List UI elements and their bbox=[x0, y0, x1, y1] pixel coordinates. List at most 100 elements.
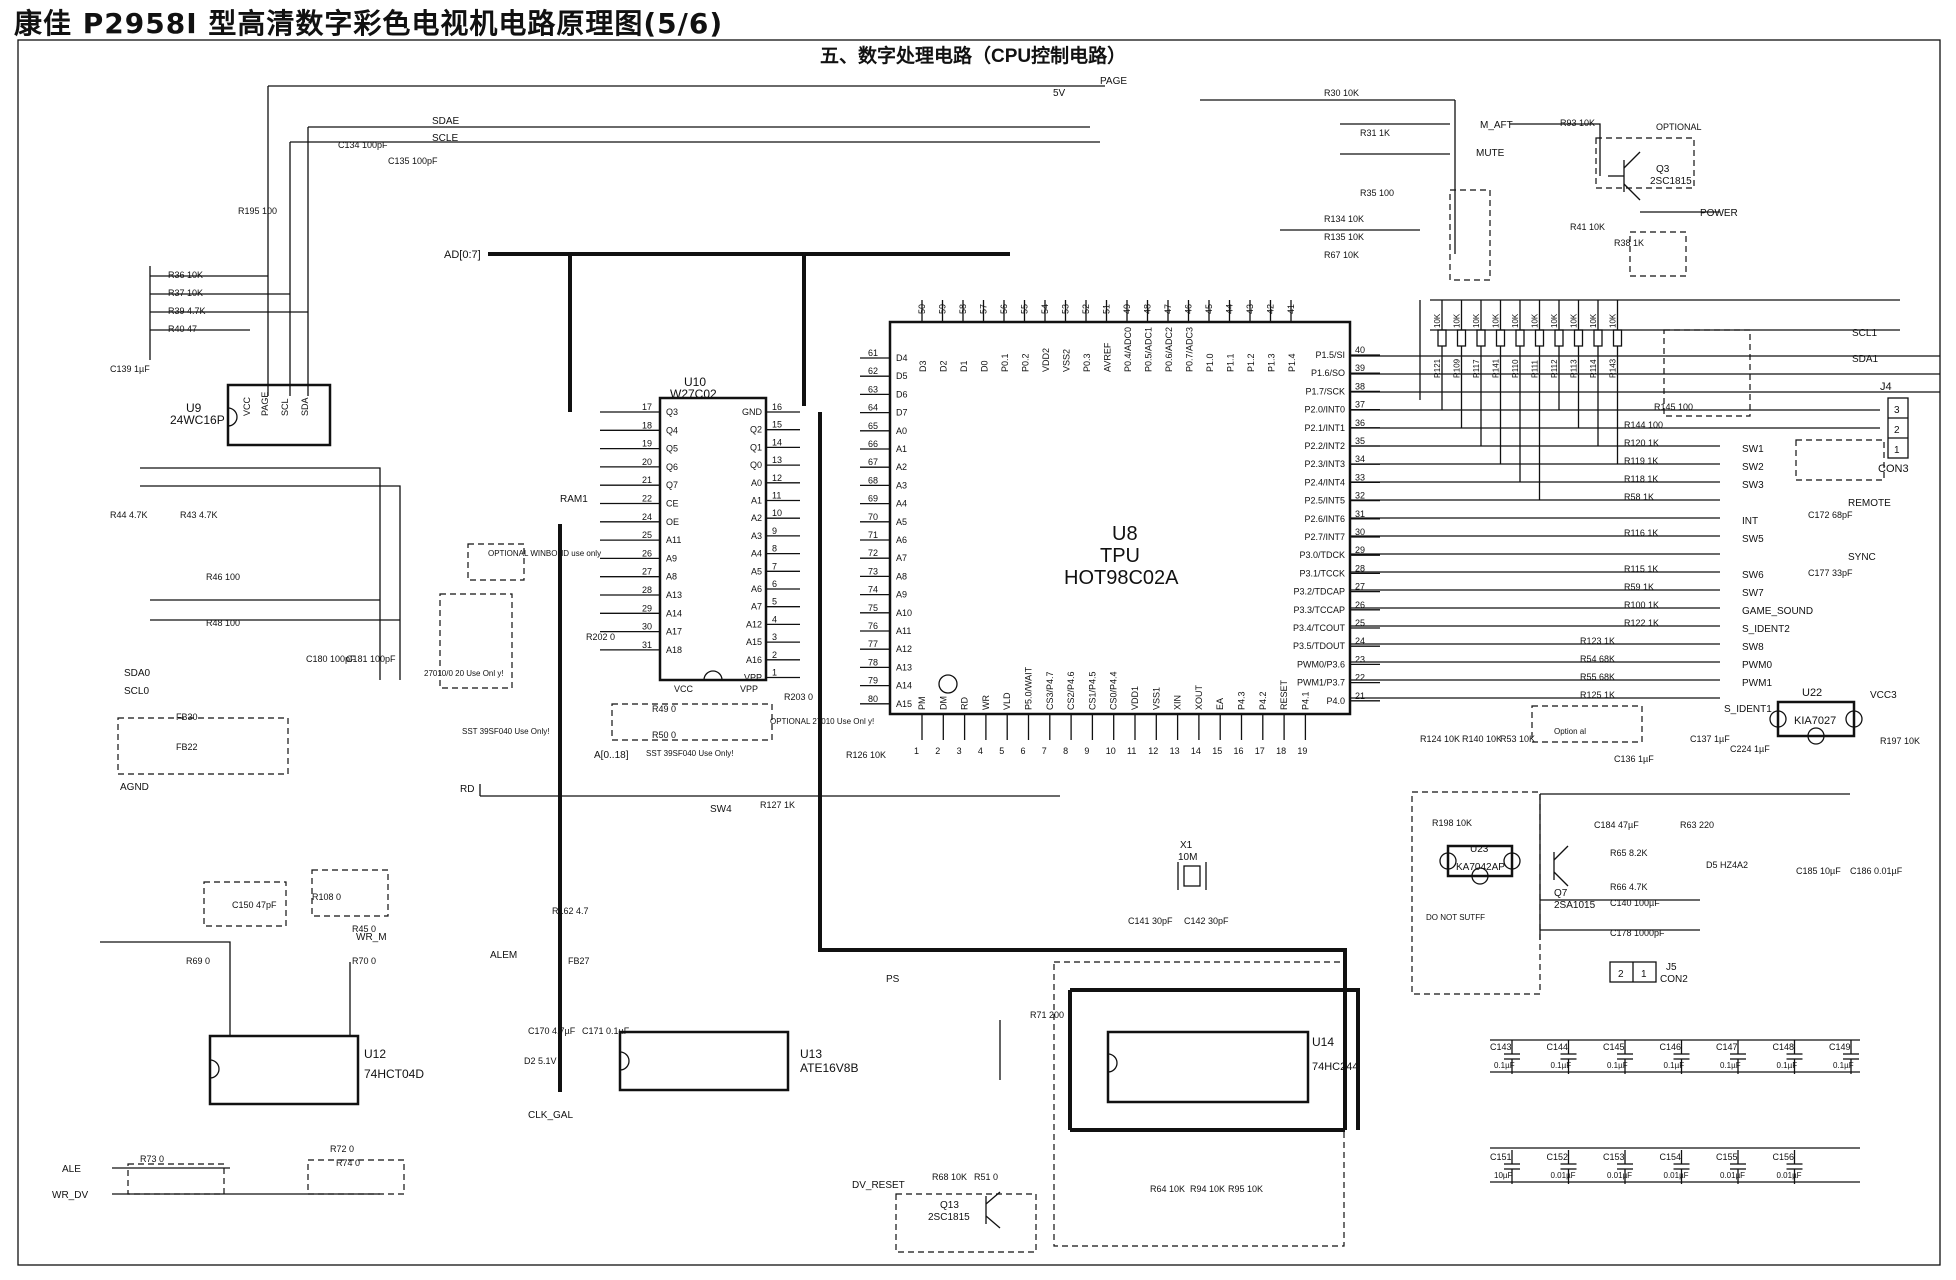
c137-label: C137 1µF bbox=[1690, 734, 1730, 744]
c135-label: C135 100pF bbox=[388, 156, 438, 166]
r144-label: R144 100 bbox=[1624, 420, 1663, 430]
r71-label: R71 200 bbox=[1030, 1010, 1064, 1020]
diagram-subtitle: 五、数字处理电路（CPU控制电路） bbox=[820, 44, 1126, 67]
u8-pin-number: 53 bbox=[1061, 304, 1071, 314]
u10-pin-name: A3 bbox=[751, 531, 762, 541]
u8-pin-name: RESET bbox=[1279, 679, 1289, 710]
u8-pin-name: PM bbox=[917, 697, 927, 711]
r135-label: R135 10K bbox=[1324, 232, 1364, 242]
resistor-ref: R112 bbox=[1550, 359, 1559, 378]
resistor-ref: R110 bbox=[1511, 359, 1520, 378]
net-wr-m: WR_M bbox=[356, 932, 387, 943]
resistor-body bbox=[1456, 329, 1467, 347]
crystal-x1: X1 10M bbox=[1177, 840, 1207, 890]
u8-pin-name: P1.4 bbox=[1287, 353, 1297, 372]
r73-label: R73 0 bbox=[140, 1154, 164, 1164]
resistor-ref: R141 bbox=[1492, 358, 1501, 378]
r125-label: R125 1K bbox=[1580, 690, 1615, 700]
u8-pin-number: 39 bbox=[1355, 363, 1365, 373]
u8-pin-number: 28 bbox=[1355, 563, 1365, 573]
net-sw4: SW4 bbox=[710, 804, 732, 815]
j5-pin: 2 bbox=[1618, 969, 1624, 980]
u8-pin-number: 59 bbox=[938, 304, 948, 314]
u8-pin-name: P0.7/ADC3 bbox=[1185, 327, 1195, 372]
net-int: INT bbox=[1742, 516, 1758, 527]
u10-pin-name: A2 bbox=[751, 513, 762, 523]
r66-label: R66 4.7K bbox=[1610, 882, 1648, 892]
cap-ref: C155 bbox=[1716, 1152, 1738, 1162]
r37-label: R37 10K bbox=[168, 288, 203, 298]
r38-label: R38 1K bbox=[1614, 238, 1644, 248]
cap-value: 0.01µF bbox=[1551, 1171, 1576, 1180]
u8-pin-number: 33 bbox=[1355, 472, 1365, 482]
c178-label: C178 1000pF bbox=[1610, 928, 1665, 938]
u8-pin-name: P4.1 bbox=[1300, 691, 1310, 710]
u10-pin-number: 12 bbox=[772, 473, 782, 483]
decoupling-caps-row2: C15110µFC1520.01µFC1530.01µFC1540.01µFC1… bbox=[1490, 1150, 1803, 1184]
u8-pin-name: A14 bbox=[896, 681, 912, 691]
u13-gal: U13 ATE16V8B bbox=[618, 1030, 858, 1092]
page-frame bbox=[17, 39, 1941, 1266]
resistor-body bbox=[1593, 329, 1603, 347]
r198-label: R198 10K bbox=[1432, 818, 1472, 828]
u8-pin-number: 65 bbox=[868, 421, 878, 431]
u10-pin-name: A13 bbox=[666, 590, 682, 600]
u10-pin-number: 2 bbox=[772, 650, 777, 660]
u8-pin-number: 74 bbox=[868, 585, 878, 595]
d2-label: D2 5.1V bbox=[524, 1056, 557, 1066]
u8-pin-name: P2.7/INT7 bbox=[1304, 532, 1345, 542]
net-remote: REMOTE bbox=[1848, 498, 1891, 509]
resistor-ref: R113 bbox=[1570, 359, 1579, 378]
u8-pin-number: 48 bbox=[1143, 304, 1153, 314]
net-ad07: AD[0:7] bbox=[444, 249, 481, 261]
u8-pin-number: 69 bbox=[868, 494, 878, 504]
u8-pin-name: P5.0/WAIT bbox=[1024, 666, 1034, 710]
u10-pin-name: Q7 bbox=[666, 480, 678, 490]
u8-pin-number: 47 bbox=[1163, 304, 1173, 314]
u10-pin-number: 24 bbox=[642, 512, 652, 522]
r197-label: R197 10K bbox=[1880, 736, 1920, 746]
u8-pin-name: A0 bbox=[896, 426, 907, 436]
u8-pin-number: 56 bbox=[999, 304, 1009, 314]
net-s-ident1: S_IDENT1 bbox=[1724, 704, 1772, 715]
net-agnd: AGND bbox=[120, 782, 149, 793]
u14-part: 74HC244 bbox=[1312, 1061, 1358, 1073]
r162-label: R162 4.7 bbox=[552, 906, 589, 916]
u8-pin-number: 54 bbox=[1040, 304, 1050, 314]
r74-label: R74 0 bbox=[336, 1158, 360, 1168]
u10-pin-name: Q2 bbox=[750, 425, 762, 435]
u8-pin-number: 14 bbox=[1191, 746, 1201, 756]
resistor-value: 10K bbox=[1589, 313, 1598, 328]
u8-pin-number: 29 bbox=[1355, 545, 1365, 555]
u8-pin-number: 50 bbox=[917, 304, 927, 314]
u8-pin-name: P3.2/TDCAP bbox=[1293, 587, 1345, 597]
u23-part: KA7042AP bbox=[1456, 862, 1505, 873]
u10-pin-number: 1 bbox=[772, 668, 777, 678]
note-opt27010: OPTIONAL 27010 Use Onl y! bbox=[770, 717, 874, 726]
u10-pin-name: A15 bbox=[746, 637, 762, 647]
u8-pin-number: 25 bbox=[1355, 618, 1365, 628]
net-labels: PAGE SDAE SCLE AD[0:7] M_AFT MUTE POWER … bbox=[52, 76, 1897, 1201]
q7-part: 2SA1015 bbox=[1554, 900, 1596, 911]
cap-ref: C152 bbox=[1547, 1152, 1569, 1162]
cap-value: 0.1µF bbox=[1607, 1061, 1628, 1070]
resistor-body bbox=[1534, 329, 1545, 347]
u8-pin-number: 64 bbox=[868, 403, 878, 413]
u8-pin-number: 38 bbox=[1355, 381, 1365, 391]
r46-label: R46 100 bbox=[206, 572, 240, 582]
cap-ref: C149 bbox=[1829, 1042, 1851, 1052]
q13-part: 2SC1815 bbox=[928, 1212, 970, 1223]
r48-label: R48 100 bbox=[206, 618, 240, 628]
u10-ref: U10 bbox=[684, 375, 706, 389]
notes: OPTIONAL OPTIONAL WINBOND use only SST 3… bbox=[424, 122, 1702, 922]
u10-pin-number: 26 bbox=[642, 548, 652, 558]
u8-pin-name: P1.1 bbox=[1226, 353, 1236, 372]
u10-pin-number: 4 bbox=[772, 614, 777, 624]
r40-label: R40 47 bbox=[168, 324, 197, 334]
cap-ref: C153 bbox=[1603, 1152, 1625, 1162]
c224-label: C224 1µF bbox=[1730, 744, 1770, 754]
u10-pin-number: 10 bbox=[772, 508, 782, 518]
u8-pin-name: CS0/P4.4 bbox=[1109, 671, 1119, 710]
u8-pin-name: A2 bbox=[896, 462, 907, 472]
